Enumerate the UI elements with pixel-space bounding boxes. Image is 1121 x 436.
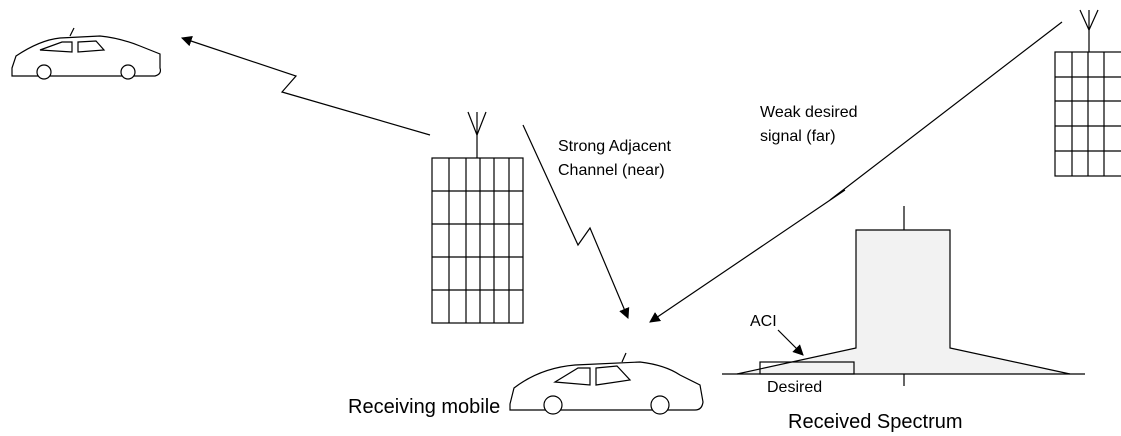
received-spectrum	[722, 206, 1085, 386]
aci-label: ACI	[750, 313, 777, 330]
receiving-mobile-label: Receiving mobile	[348, 396, 500, 418]
far-base-station-antenna-icon	[1079, 9, 1099, 52]
weak-desired-signal-link	[649, 21, 1063, 323]
strong-adjacent-channel-link	[522, 124, 630, 319]
strong-adjacent-label-line1: Strong Adjacent	[558, 138, 672, 155]
desired-label: Desired	[767, 379, 822, 396]
near-to-distant-car-link	[180, 35, 431, 136]
received-spectrum-label: Received Spectrum	[788, 411, 963, 433]
strong-adjacent-label-line2: Channel (near)	[558, 162, 665, 179]
weak-desired-label-line2: signal (far)	[760, 128, 836, 145]
distant-car-icon	[11, 27, 162, 80]
near-base-station-antenna-icon	[467, 111, 487, 158]
aci-pointer-arrow	[777, 329, 804, 356]
receiving-mobile-car-icon	[509, 352, 704, 415]
far-base-station-building	[1054, 51, 1121, 177]
near-base-station-building	[431, 157, 524, 324]
desired-signal-box	[759, 361, 855, 375]
weak-desired-label-line1: Weak desired	[760, 104, 858, 121]
